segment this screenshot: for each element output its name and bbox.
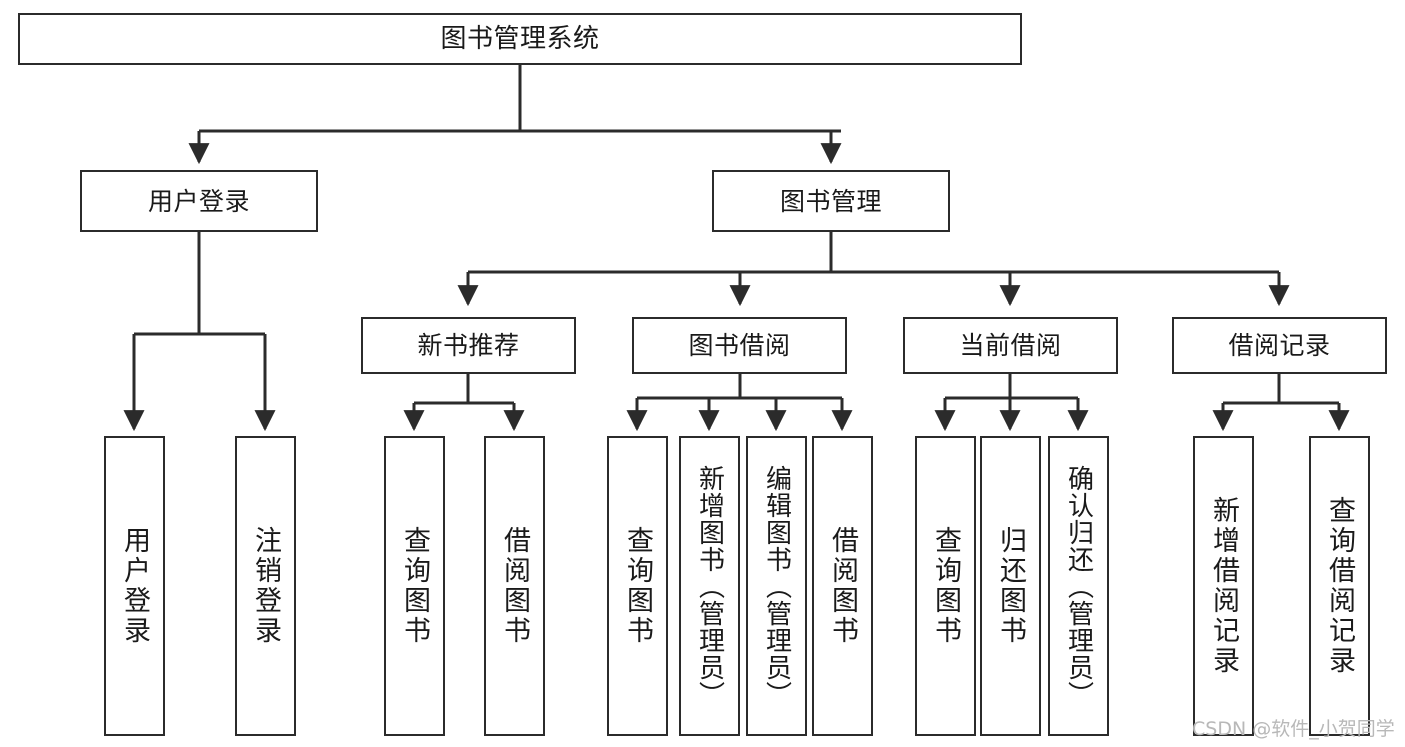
- node-leaf-borrow-book-2[interactable]: 借阅图书: [812, 436, 873, 736]
- node-leaf-add-record-label: 新增借阅记录: [1208, 496, 1239, 676]
- node-book-manage[interactable]: 图书管理: [712, 170, 950, 232]
- node-leaf-query-book-1-label: 查询图书: [399, 526, 430, 646]
- node-new-book-recommend[interactable]: 新书推荐: [361, 317, 576, 374]
- node-leaf-borrow-book-1[interactable]: 借阅图书: [484, 436, 545, 736]
- node-current-borrow[interactable]: 当前借阅: [903, 317, 1118, 374]
- node-leaf-edit-book[interactable]: 编辑图书（管理员）: [746, 436, 807, 736]
- node-leaf-user-logout-label: 注销登录: [250, 526, 281, 646]
- node-borrow-record-label: 借阅记录: [1228, 331, 1331, 360]
- node-leaf-return-book[interactable]: 归还图书: [980, 436, 1041, 736]
- node-leaf-query-book-1[interactable]: 查询图书: [384, 436, 445, 736]
- node-leaf-query-book-3-label: 查询图书: [930, 526, 961, 646]
- node-book-borrow[interactable]: 图书借阅: [632, 317, 847, 374]
- node-leaf-query-record[interactable]: 查询借阅记录: [1309, 436, 1370, 736]
- node-root[interactable]: 图书管理系统: [18, 13, 1022, 65]
- csdn-watermark: CSDN @软件_小贺同学: [1192, 718, 1395, 740]
- node-new-book-recommend-label: 新书推荐: [417, 331, 520, 360]
- node-leaf-add-book-label: 新增图书（管理员）: [694, 464, 725, 708]
- node-leaf-user-login-label: 用户登录: [119, 526, 150, 646]
- node-root-label: 图书管理系统: [440, 23, 600, 54]
- node-leaf-borrow-book-1-label: 借阅图书: [499, 526, 530, 646]
- node-leaf-add-book[interactable]: 新增图书（管理员）: [679, 436, 740, 736]
- node-leaf-edit-book-label: 编辑图书（管理员）: [761, 464, 792, 708]
- node-leaf-return-book-label: 归还图书: [995, 526, 1026, 646]
- node-leaf-confirm-return-label: 确认归还（管理员）: [1063, 464, 1094, 708]
- node-user-login-label: 用户登录: [147, 186, 250, 216]
- node-book-borrow-label: 图书借阅: [688, 331, 791, 360]
- node-leaf-confirm-return[interactable]: 确认归还（管理员）: [1048, 436, 1109, 736]
- node-leaf-user-logout[interactable]: 注销登录: [235, 436, 296, 736]
- node-leaf-user-login[interactable]: 用户登录: [104, 436, 165, 736]
- node-leaf-query-book-2-label: 查询图书: [622, 526, 653, 646]
- node-leaf-query-book-2[interactable]: 查询图书: [607, 436, 668, 736]
- node-leaf-query-book-3[interactable]: 查询图书: [915, 436, 976, 736]
- node-book-manage-label: 图书管理: [779, 186, 882, 216]
- node-leaf-query-record-label: 查询借阅记录: [1324, 496, 1355, 676]
- node-current-borrow-label: 当前借阅: [959, 331, 1062, 360]
- node-borrow-record[interactable]: 借阅记录: [1172, 317, 1387, 374]
- node-leaf-add-record[interactable]: 新增借阅记录: [1193, 436, 1254, 736]
- node-user-login[interactable]: 用户登录: [80, 170, 318, 232]
- node-leaf-borrow-book-2-label: 借阅图书: [827, 526, 858, 646]
